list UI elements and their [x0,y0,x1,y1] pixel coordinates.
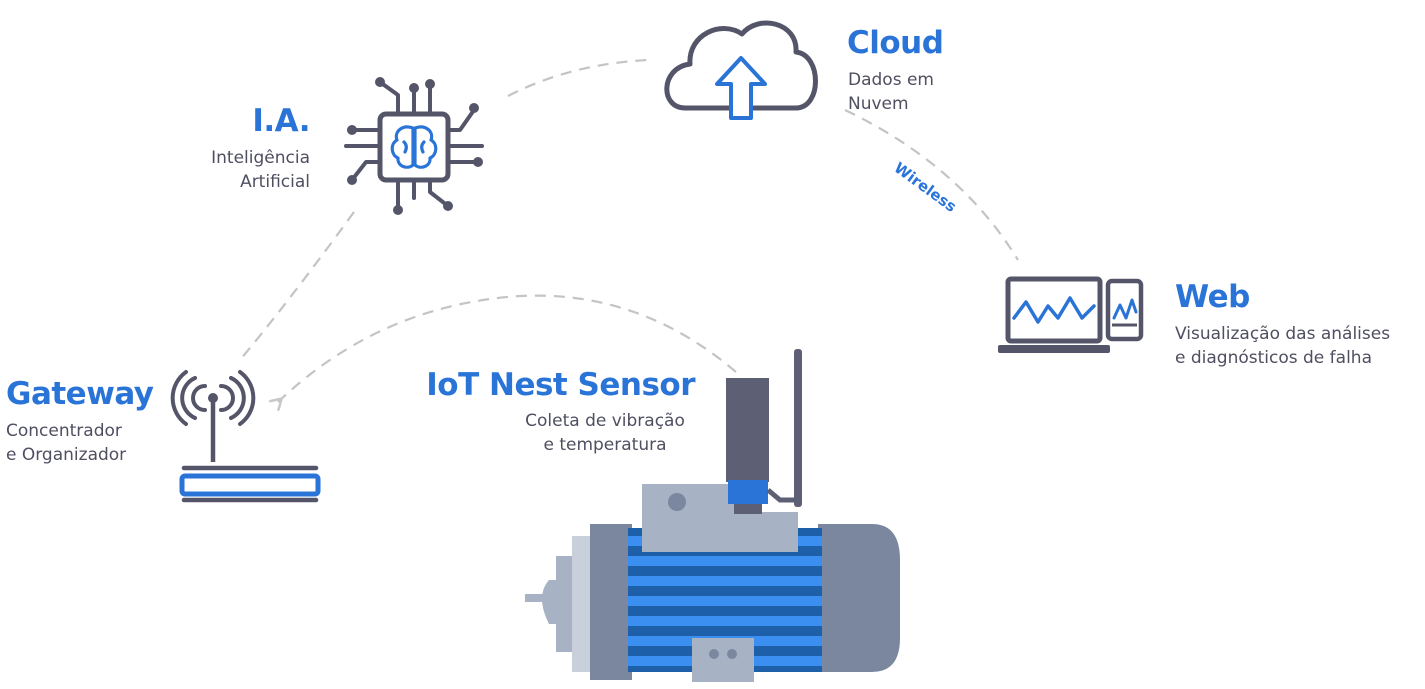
ai-chip-brain-icon [344,77,484,215]
sensor-desc-line1: Coleta de vibração [525,411,685,431]
link-ia-gateway [239,211,355,361]
web-description: Visualização das análises e diagnósticos… [1175,322,1390,370]
ia-desc-line1: Inteligência [211,148,310,168]
monitor-phone-icon [998,276,1144,353]
cloud-desc-line2: Nuvem [848,94,909,114]
ia-desc-line2: Artificial [240,172,310,192]
brain-icon [390,125,438,169]
sensor-desc-line2: e temperatura [543,435,667,455]
sensor-title: IoT Nest Sensor [426,367,695,403]
gateway-desc-line2: e Organizador [6,445,127,465]
cloud-upload-icon [664,20,818,120]
link-ia-cloud [507,58,649,97]
sensor-description: Coleta de vibração e temperatura [500,409,710,457]
gateway-description: Concentrador e Organizador [6,419,126,467]
link-sensor-gateway [278,294,737,402]
gateway-title: Gateway [6,376,154,412]
cloud-description: Dados em Nuvem [848,68,934,116]
web-desc-line1: Visualização das análises [1175,324,1391,344]
router-icon [170,370,321,503]
motor-sensor-icon [525,349,900,682]
gateway-desc-line1: Concentrador [6,421,122,441]
wireless-label: Wireless [891,159,960,216]
web-title: Web [1175,279,1250,315]
link-cloud-web [844,109,1019,261]
ia-title: I.A. [252,103,310,139]
ia-description: Inteligência Artificial [211,146,310,194]
cloud-title: Cloud [847,25,944,61]
web-desc-line2: e diagnósticos de falha [1175,348,1372,368]
cloud-desc-line1: Dados em [848,70,934,90]
